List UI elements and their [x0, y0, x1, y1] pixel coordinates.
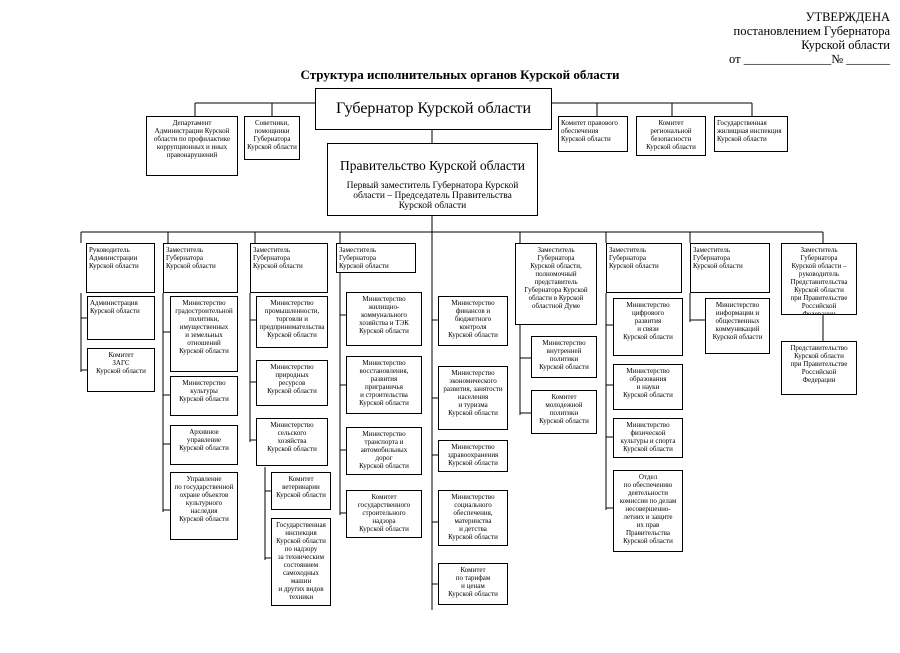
- column-1-item: Администрация Курской области: [87, 296, 155, 340]
- column-7-item: Министерство образования и науки Курской…: [613, 364, 683, 410]
- column-4-item: Министерство транспорта и автомобильных …: [346, 427, 422, 475]
- government-title: Правительство Курской области: [339, 158, 525, 173]
- column-head-8: Заместитель Губернатора Курской области: [690, 243, 770, 293]
- column-4-item: Министерство жилищно- коммунального хозя…: [346, 292, 422, 346]
- column-head-9: Заместитель Губернатора Курской области …: [781, 243, 857, 315]
- government-subtitle: Первый заместитель Губернатора Курской о…: [346, 181, 519, 211]
- legal-committee-box: Комитет правового обеспечения Курской об…: [558, 116, 628, 152]
- center-item: Министерство социального обеспечения, ма…: [438, 490, 508, 546]
- column-9-item: Представительство Курской области при Пр…: [781, 341, 857, 395]
- column-4-item: Министерство восстановления, развития пр…: [346, 356, 422, 414]
- column-2-item: Министерство градостроительной политики,…: [170, 296, 238, 372]
- column-3-item: Министерство сельского хозяйства Курской…: [256, 418, 328, 466]
- anticorruption-department-box: Департамент Администрации Курской област…: [146, 116, 238, 176]
- column-2-item: Архивное управление Курской области: [170, 425, 238, 465]
- page-title: Структура исполнительных органов Курской…: [300, 67, 620, 82]
- column-3-subitem: Комитет ветеринарии Курской области: [271, 472, 331, 510]
- column-7-item: Отдел по обеспечению деятельности комисс…: [613, 470, 683, 552]
- column-3-item: Министерство природных ресурсов Курской …: [256, 360, 328, 406]
- column-head-3: Заместитель Губернатора Курской области: [250, 243, 328, 293]
- column-2-item: Министерство культуры Курской области: [170, 376, 238, 416]
- column-head-7: Заместитель Губернатора Курской области: [606, 243, 682, 293]
- column-head-2: Заместитель Губернатора Курской области: [163, 243, 238, 293]
- governor-box: Губернатор Курской области: [315, 88, 552, 130]
- column-3-subitem: Государственная инспекция Курской област…: [271, 518, 331, 606]
- column-7-item: Министерство цифрового развития и связи …: [613, 298, 683, 356]
- government-box: Правительство Курской области Первый зам…: [327, 143, 538, 216]
- column-2-item: Управление по государственной охране объ…: [170, 472, 238, 540]
- center-item: Министерство здравоохранения Курской обл…: [438, 440, 508, 472]
- housing-inspection-box: Государственная жилищная инспекция Курск…: [714, 116, 788, 152]
- column-1-item: Комитет ЗАГС Курской области: [87, 348, 155, 392]
- column-4-item: Комитет государственного строительного н…: [346, 490, 422, 538]
- column-6-item: Комитет молодежной политики Курской обла…: [531, 390, 597, 434]
- security-committee-box: Комитет региональной безопасности Курско…: [636, 116, 706, 156]
- column-head-1: Руководитель Администрации Курской облас…: [86, 243, 155, 293]
- center-item: Комитет по тарифам и ценам Курской облас…: [438, 563, 508, 605]
- column-8-item: Министерство информации и общественных к…: [705, 298, 770, 354]
- column-6-item: Министерство внутренней политики Курской…: [531, 336, 597, 378]
- center-item: Министерство экономического развития, за…: [438, 366, 508, 430]
- center-item: Министерство финансов и бюджетного контр…: [438, 296, 508, 346]
- column-7-item: Министерство физической культуры и спорт…: [613, 418, 683, 458]
- column-3-item: Министерство промышленности, торговли и …: [256, 296, 328, 348]
- advisers-box: Советники, помощники Губернатора Курской…: [244, 116, 300, 160]
- column-head-4: Заместитель Губернатора Курской области: [336, 243, 416, 273]
- column-head-6: Заместитель Губернатора Курской области,…: [515, 243, 597, 325]
- approval-stamp: УТВЕРЖДЕНА постановлением Губернатора Ку…: [729, 10, 890, 66]
